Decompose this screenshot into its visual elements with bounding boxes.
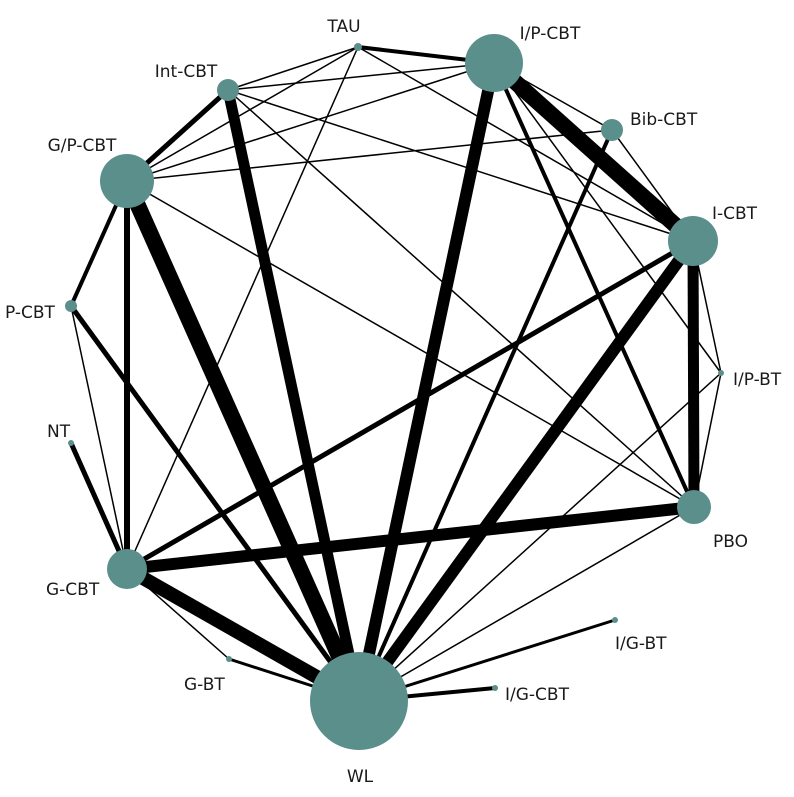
- node-gbt: [226, 656, 232, 662]
- node-label-nt: NT: [47, 422, 71, 442]
- labels-layer: TAU I/P-CBT Int-CBT Bib-CBT G/P-CBT I-CBT P-CB…: [5, 17, 782, 787]
- node-icbt: [668, 216, 718, 266]
- edge-tau-intcbt: [227, 46, 359, 91]
- node-label-gbt: G-BT: [184, 675, 225, 695]
- edge-pbo-wl: [358, 506, 695, 702]
- edge-ipcbt-ipbt: [493, 62, 722, 374]
- edge-ipcbt-icbt: [488, 57, 699, 247]
- node-label-pcbt: P-CBT: [5, 303, 56, 323]
- edge-ipcbt-gpcbt: [126, 62, 495, 182]
- node-label-gcbt: G-CBT: [46, 580, 100, 600]
- edge-icbt-pbo: [687, 240, 700, 508]
- node-label-igcbt: I/G-CBT: [505, 685, 570, 705]
- edge-tau-gpcbt: [126, 46, 359, 182]
- node-pbo: [677, 490, 711, 524]
- edge-ipcbt-pbo: [492, 62, 696, 508]
- node-label-igbt: I/G-BT: [615, 634, 667, 654]
- edge-intcbt-icbt: [227, 89, 694, 242]
- edge-bibcbt-gpcbt: [126, 129, 613, 182]
- nodes-layer: [65, 34, 724, 750]
- node-igbt: [612, 617, 618, 623]
- edge-nt-gcbt: [68, 441, 130, 571]
- edge-pcbt-wl: [68, 304, 362, 703]
- node-ipbt: [718, 370, 724, 376]
- edge-ipbt-wl: [358, 372, 722, 702]
- node-label-wl: WL: [347, 767, 374, 787]
- edge-ipcbt-intcbt: [227, 62, 495, 91]
- edge-pbo-gcbt: [126, 501, 695, 575]
- edge-gpcbt-pbo: [126, 180, 695, 508]
- node-label-bibcbt: Bib-CBT: [630, 110, 698, 130]
- node-igcbt: [492, 685, 498, 691]
- node-gcbt: [107, 549, 147, 589]
- edge-gpcbt-wl: [119, 177, 367, 705]
- edge-intcbt-wl: [222, 88, 365, 703]
- edge-tau-gcbt: [126, 46, 359, 570]
- node-label-ipbt: I/P-BT: [733, 370, 782, 390]
- node-label-gpcbt: G/P-CBT: [48, 136, 117, 156]
- node-nt: [68, 440, 74, 446]
- node-intcbt: [217, 79, 239, 101]
- edge-intcbt-pbo: [227, 89, 695, 508]
- node-ipcbt: [465, 34, 523, 92]
- node-label-pbo: PBO: [713, 532, 748, 552]
- edge-tau-icbt: [357, 46, 694, 242]
- edge-icbt-wl: [354, 237, 698, 705]
- node-label-intcbt: Int-CBT: [155, 62, 218, 82]
- node-pcbt: [65, 300, 77, 312]
- edge-ipbt-pbo: [693, 372, 722, 508]
- node-gpcbt: [100, 154, 154, 208]
- node-label-tau: TAU: [326, 17, 360, 37]
- edge-bibcbt-wl: [357, 129, 614, 702]
- node-label-ipcbt: I/P-CBT: [520, 24, 581, 44]
- node-bibcbt: [601, 119, 623, 141]
- edge-pcbt-gcbt: [70, 305, 128, 570]
- node-label-icbt: I-CBT: [712, 204, 758, 224]
- node-tau: [354, 43, 362, 51]
- node-wl: [310, 652, 408, 750]
